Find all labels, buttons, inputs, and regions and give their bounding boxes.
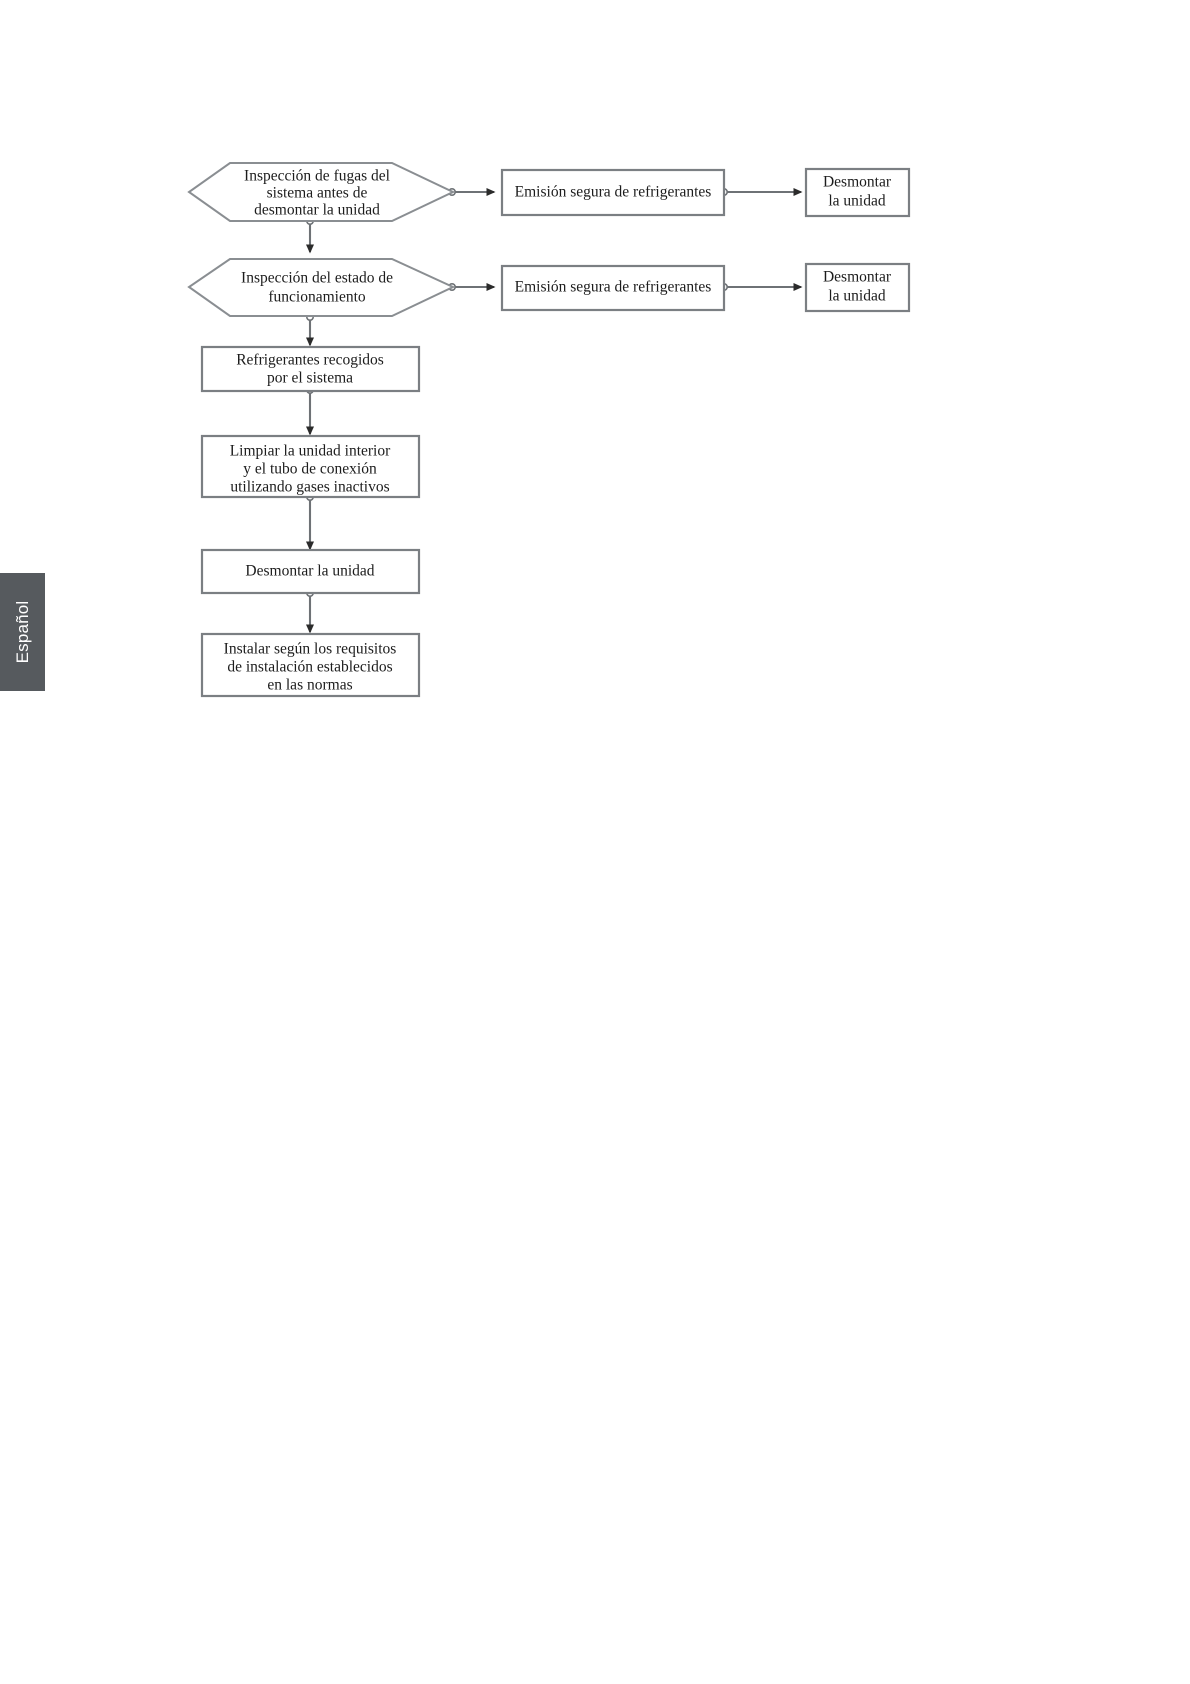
node-decision-2[interactable]: Inspección del estado de funcionamiento — [187, 258, 456, 317]
node-decision-2-line-2: funcionamiento — [268, 289, 366, 306]
language-tab-espanol[interactable]: Español — [0, 573, 45, 691]
node-clean-line-3: utilizando gases inactivos — [230, 479, 389, 496]
node-dismount-2-line-1: Desmontar — [823, 269, 892, 286]
node-dismount-1[interactable]: Desmontar la unidad — [804, 167, 911, 218]
edge-emission2-dismount2 — [719, 282, 803, 291]
edge-clean-dismountmain — [305, 492, 314, 551]
node-install[interactable]: Instalar según los requisitos de instala… — [200, 632, 421, 698]
node-emission-2[interactable]: Emisión segura de refrigerantes — [500, 264, 726, 312]
edge-decision2-emission2 — [447, 282, 496, 291]
node-recovered-line-1: Refrigerantes recogidos — [236, 352, 384, 369]
node-emission-1-line-1: Emisión segura de refrigerantes — [515, 184, 712, 201]
node-decision-1[interactable]: Inspección de fugas del sistema antes de… — [187, 162, 456, 222]
node-decision-1-line-1: Inspección de fugas del — [244, 168, 390, 185]
node-install-line-3: en las normas — [267, 677, 352, 694]
node-recovered[interactable]: Refrigerantes recogidos por el sistema — [200, 345, 421, 393]
node-emission-1[interactable]: Emisión segura de refrigerantes — [500, 168, 726, 217]
node-dismount-2-line-2: la unidad — [828, 288, 885, 305]
node-emission-2-line-1: Emisión segura de refrigerantes — [515, 279, 712, 296]
node-clean[interactable]: Limpiar la unidad interior y el tubo de … — [200, 434, 421, 499]
node-decision-1-line-3: desmontar la unidad — [254, 202, 380, 219]
edge-recovered-clean — [305, 385, 314, 436]
node-recovered-line-2: por el sistema — [267, 370, 353, 387]
edge-dismountmain-install — [305, 588, 314, 634]
node-clean-line-2: y el tubo de conexión — [243, 461, 377, 478]
edge-emission1-dismount1 — [719, 188, 803, 197]
node-clean-line-1: Limpiar la unidad interior — [230, 443, 391, 460]
node-dismount-main[interactable]: Desmontar la unidad — [200, 548, 421, 595]
node-dismount-1-line-2: la unidad — [828, 193, 885, 210]
edge-decision2-recovered — [305, 312, 314, 347]
node-dismount-2[interactable]: Desmontar la unidad — [804, 262, 911, 313]
edge-decision1-emission1 — [447, 188, 496, 197]
node-install-line-2: de instalación establecidos — [227, 659, 392, 676]
node-decision-1-line-2: sistema antes de — [267, 185, 368, 202]
node-decision-2-line-1: Inspección del estado de — [241, 270, 393, 287]
node-dismount-1-line-1: Desmontar — [823, 174, 892, 191]
edge-decision1-decision2 — [305, 217, 314, 254]
node-install-line-1: Instalar según los requisitos — [224, 641, 397, 658]
node-dismount-main-line-1: Desmontar la unidad — [245, 563, 374, 580]
